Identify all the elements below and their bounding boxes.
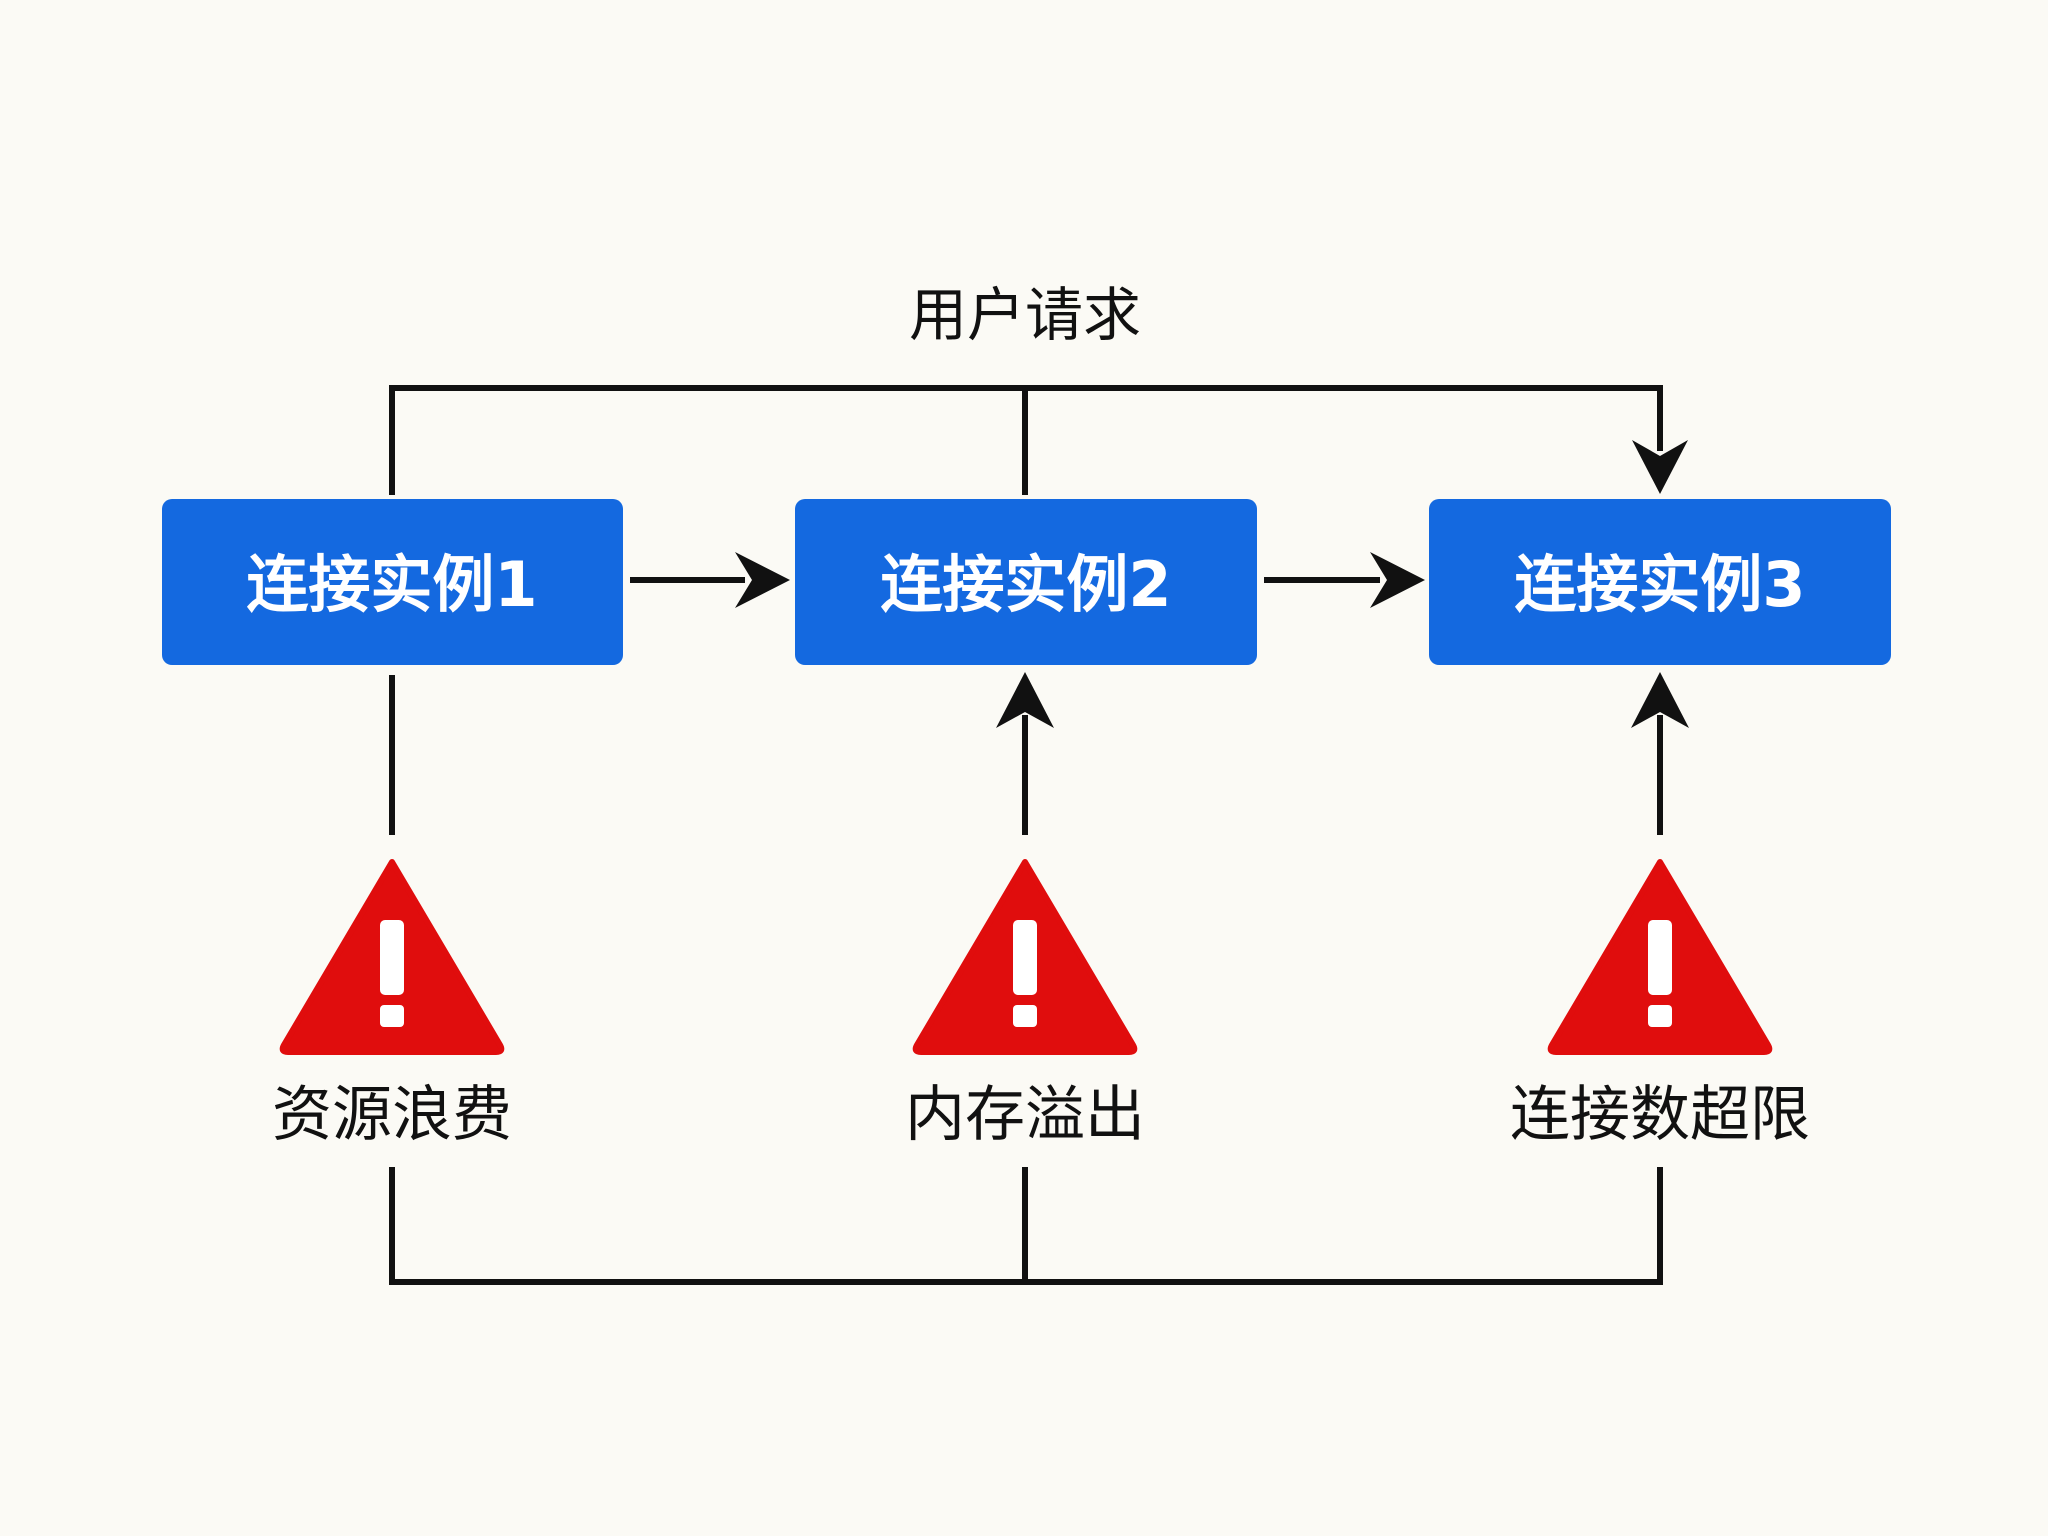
problem-2-label: 内存溢出 xyxy=(905,1080,1145,1150)
node-3[interactable]: 连接实例3 xyxy=(1429,499,1891,665)
arrow-node1-to-node2 xyxy=(630,552,790,608)
problem-3-label: 连接数超限 xyxy=(1510,1080,1810,1150)
connector-problem3 xyxy=(1631,672,1689,835)
bottom-bus xyxy=(389,1167,1663,1285)
node-1-label: 连接实例1 xyxy=(246,548,537,621)
warning-icon xyxy=(912,859,1138,1055)
node-2-box xyxy=(795,499,1257,665)
node-2[interactable]: 连接实例2 xyxy=(795,499,1257,665)
node-1-box xyxy=(162,499,623,665)
arrowhead-up-icon xyxy=(1631,672,1689,728)
arrowhead-right-icon xyxy=(735,552,790,608)
arrow-node2-to-node3 xyxy=(1264,552,1425,608)
node-1[interactable]: 连接实例1 xyxy=(162,499,623,665)
top-label: 用户请求 xyxy=(909,281,1141,349)
warning-icon xyxy=(279,859,505,1055)
top-bus xyxy=(389,385,1663,495)
connector-problem2 xyxy=(996,672,1054,835)
node-3-box xyxy=(1429,499,1891,665)
arrowhead-up-icon xyxy=(996,672,1054,728)
arrowhead-down-icon xyxy=(1632,440,1688,494)
node-3-label: 连接实例3 xyxy=(1514,548,1805,621)
warning-icon xyxy=(1547,859,1773,1055)
node-2-label: 连接实例2 xyxy=(880,548,1171,621)
arrowhead-right-icon xyxy=(1370,552,1425,608)
problem-1-label: 资源浪费 xyxy=(272,1080,512,1150)
